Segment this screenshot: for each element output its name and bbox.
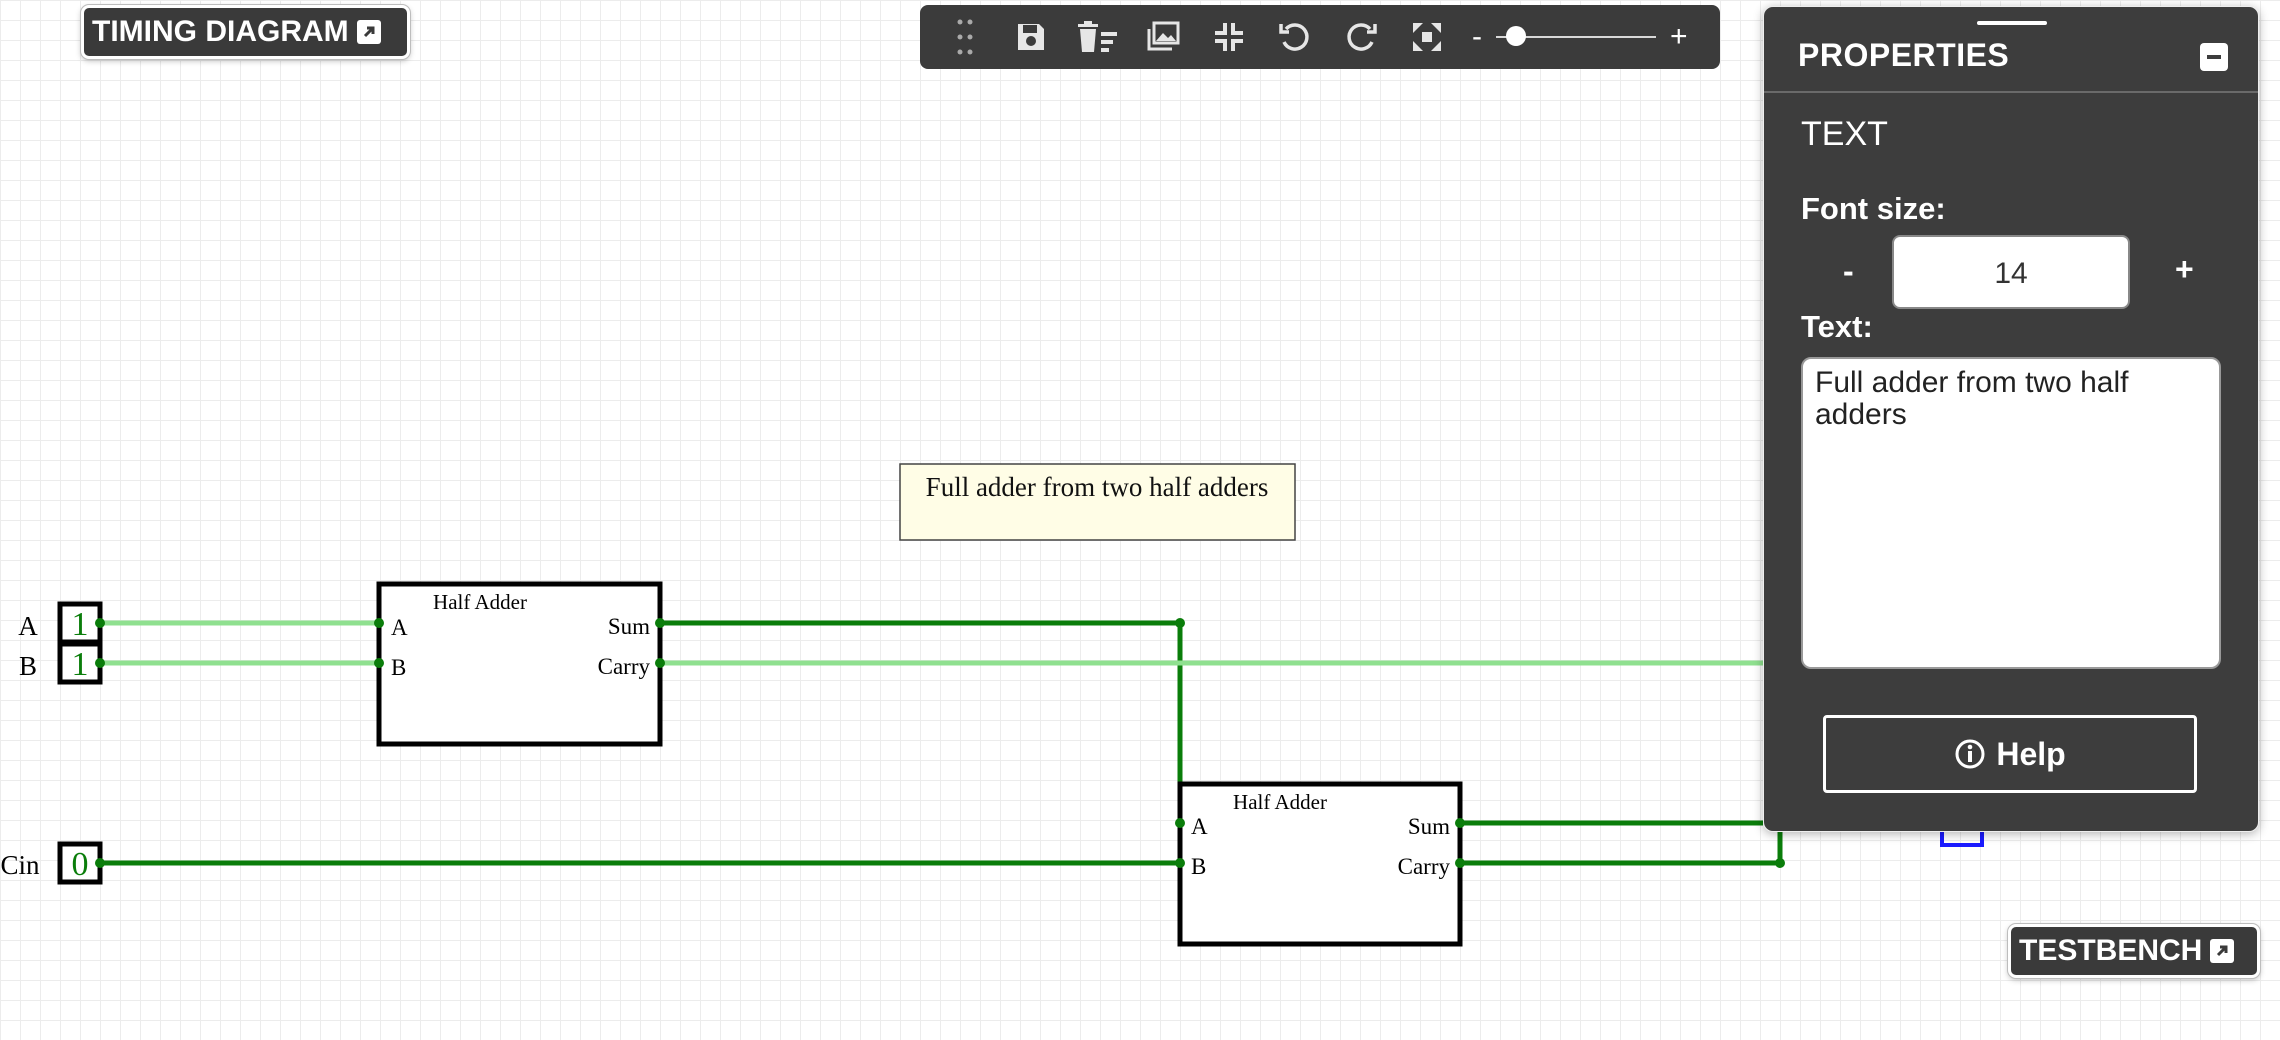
undo-icon[interactable]: [1262, 5, 1328, 69]
input-cin-value: 0: [72, 846, 89, 883]
font-size-label: Font size:: [1801, 191, 1946, 226]
annotation-text-box[interactable]: Full adder from two half adders: [899, 463, 1296, 541]
half-adder-2-port-b: B: [1191, 854, 1206, 879]
clear-icon[interactable]: [1064, 5, 1130, 69]
input-b-value: 1: [72, 646, 89, 683]
wire-junction: [1175, 618, 1185, 628]
input-cin-label: Cin: [0, 850, 40, 880]
image-icon[interactable]: [1130, 5, 1196, 69]
toolbar: - +: [920, 5, 1720, 69]
half-adder-1-port-b: B: [391, 655, 406, 680]
zoom-slider-knob[interactable]: [1506, 26, 1526, 46]
input-a[interactable]: A 1: [18, 601, 105, 645]
half-adder-1-port-sum: Sum: [608, 614, 650, 639]
half-adder-1-port-carry: Carry: [598, 654, 651, 679]
half-adder-1[interactable]: Half Adder A B Sum Carry: [374, 581, 665, 747]
external-link-icon: [356, 20, 381, 44]
half-adder-1-port-a: A: [391, 615, 408, 640]
fullscreen-icon[interactable]: [1394, 5, 1460, 69]
half-adder-2-port-sum: Sum: [1408, 814, 1450, 839]
input-b[interactable]: B 1: [19, 641, 105, 685]
save-icon[interactable]: [998, 5, 1064, 69]
zoom-control: - +: [1472, 20, 1688, 54]
wire-ha1-sum[interactable]: [660, 620, 1183, 823]
wire-junction: [1775, 858, 1785, 868]
minimize-panel-button[interactable]: [2200, 43, 2228, 71]
help-label: Help: [1996, 735, 2066, 772]
testbench-button[interactable]: TESTBENCH: [2008, 924, 2260, 978]
annotation-text: Full adder from two half adders: [926, 472, 1269, 502]
properties-title: PROPERTIES: [1798, 37, 2010, 73]
zoom-out-button[interactable]: -: [1472, 20, 1482, 53]
element-type-label: TEXT: [1801, 115, 1888, 153]
half-adder-2[interactable]: Half Adder A B Sum Carry: [1175, 781, 1465, 947]
external-link-icon: [2210, 939, 2235, 963]
info-icon: [1955, 739, 1985, 769]
input-a-value: 1: [72, 606, 89, 643]
font-size-increase-button[interactable]: +: [2175, 251, 2194, 287]
half-adder-2-port-carry: Carry: [1398, 854, 1451, 879]
input-a-label: A: [18, 611, 38, 641]
properties-header: PROPERTIES: [1764, 7, 2258, 93]
font-size-decrease-button[interactable]: -: [1843, 253, 1854, 289]
redo-icon[interactable]: [1328, 5, 1394, 69]
zoom-slider[interactable]: [1496, 26, 1656, 46]
input-cin[interactable]: Cin 0: [0, 841, 105, 885]
panel-drag-handle[interactable]: [1977, 21, 2047, 25]
timing-diagram-button[interactable]: TIMING DIAGRAM: [81, 5, 410, 59]
testbench-label: TESTBENCH: [2019, 934, 2203, 967]
font-size-input[interactable]: 14: [1892, 235, 2130, 309]
properties-panel: PROPERTIES TEXT Font size: - 14 + Text: …: [1763, 6, 2259, 832]
drag-handle-icon[interactable]: [932, 5, 998, 69]
zoom-in-button[interactable]: +: [1670, 20, 1688, 53]
timing-diagram-label: TIMING DIAGRAM: [92, 15, 349, 48]
wire-ha2-carry[interactable]: [1460, 830, 1783, 866]
half-adder-2-title: Half Adder: [1233, 790, 1327, 814]
text-content-textarea[interactable]: Full adder from two half adders: [1801, 357, 2221, 669]
half-adder-2-port-a: A: [1191, 814, 1208, 839]
half-adder-1-title: Half Adder: [433, 590, 527, 614]
help-button[interactable]: Help: [1823, 715, 2197, 793]
text-label: Text:: [1801, 309, 1873, 344]
input-b-label: B: [19, 651, 37, 681]
hidden-output-element[interactable]: [1940, 828, 1984, 847]
fit-to-screen-icon[interactable]: [1196, 5, 1262, 69]
